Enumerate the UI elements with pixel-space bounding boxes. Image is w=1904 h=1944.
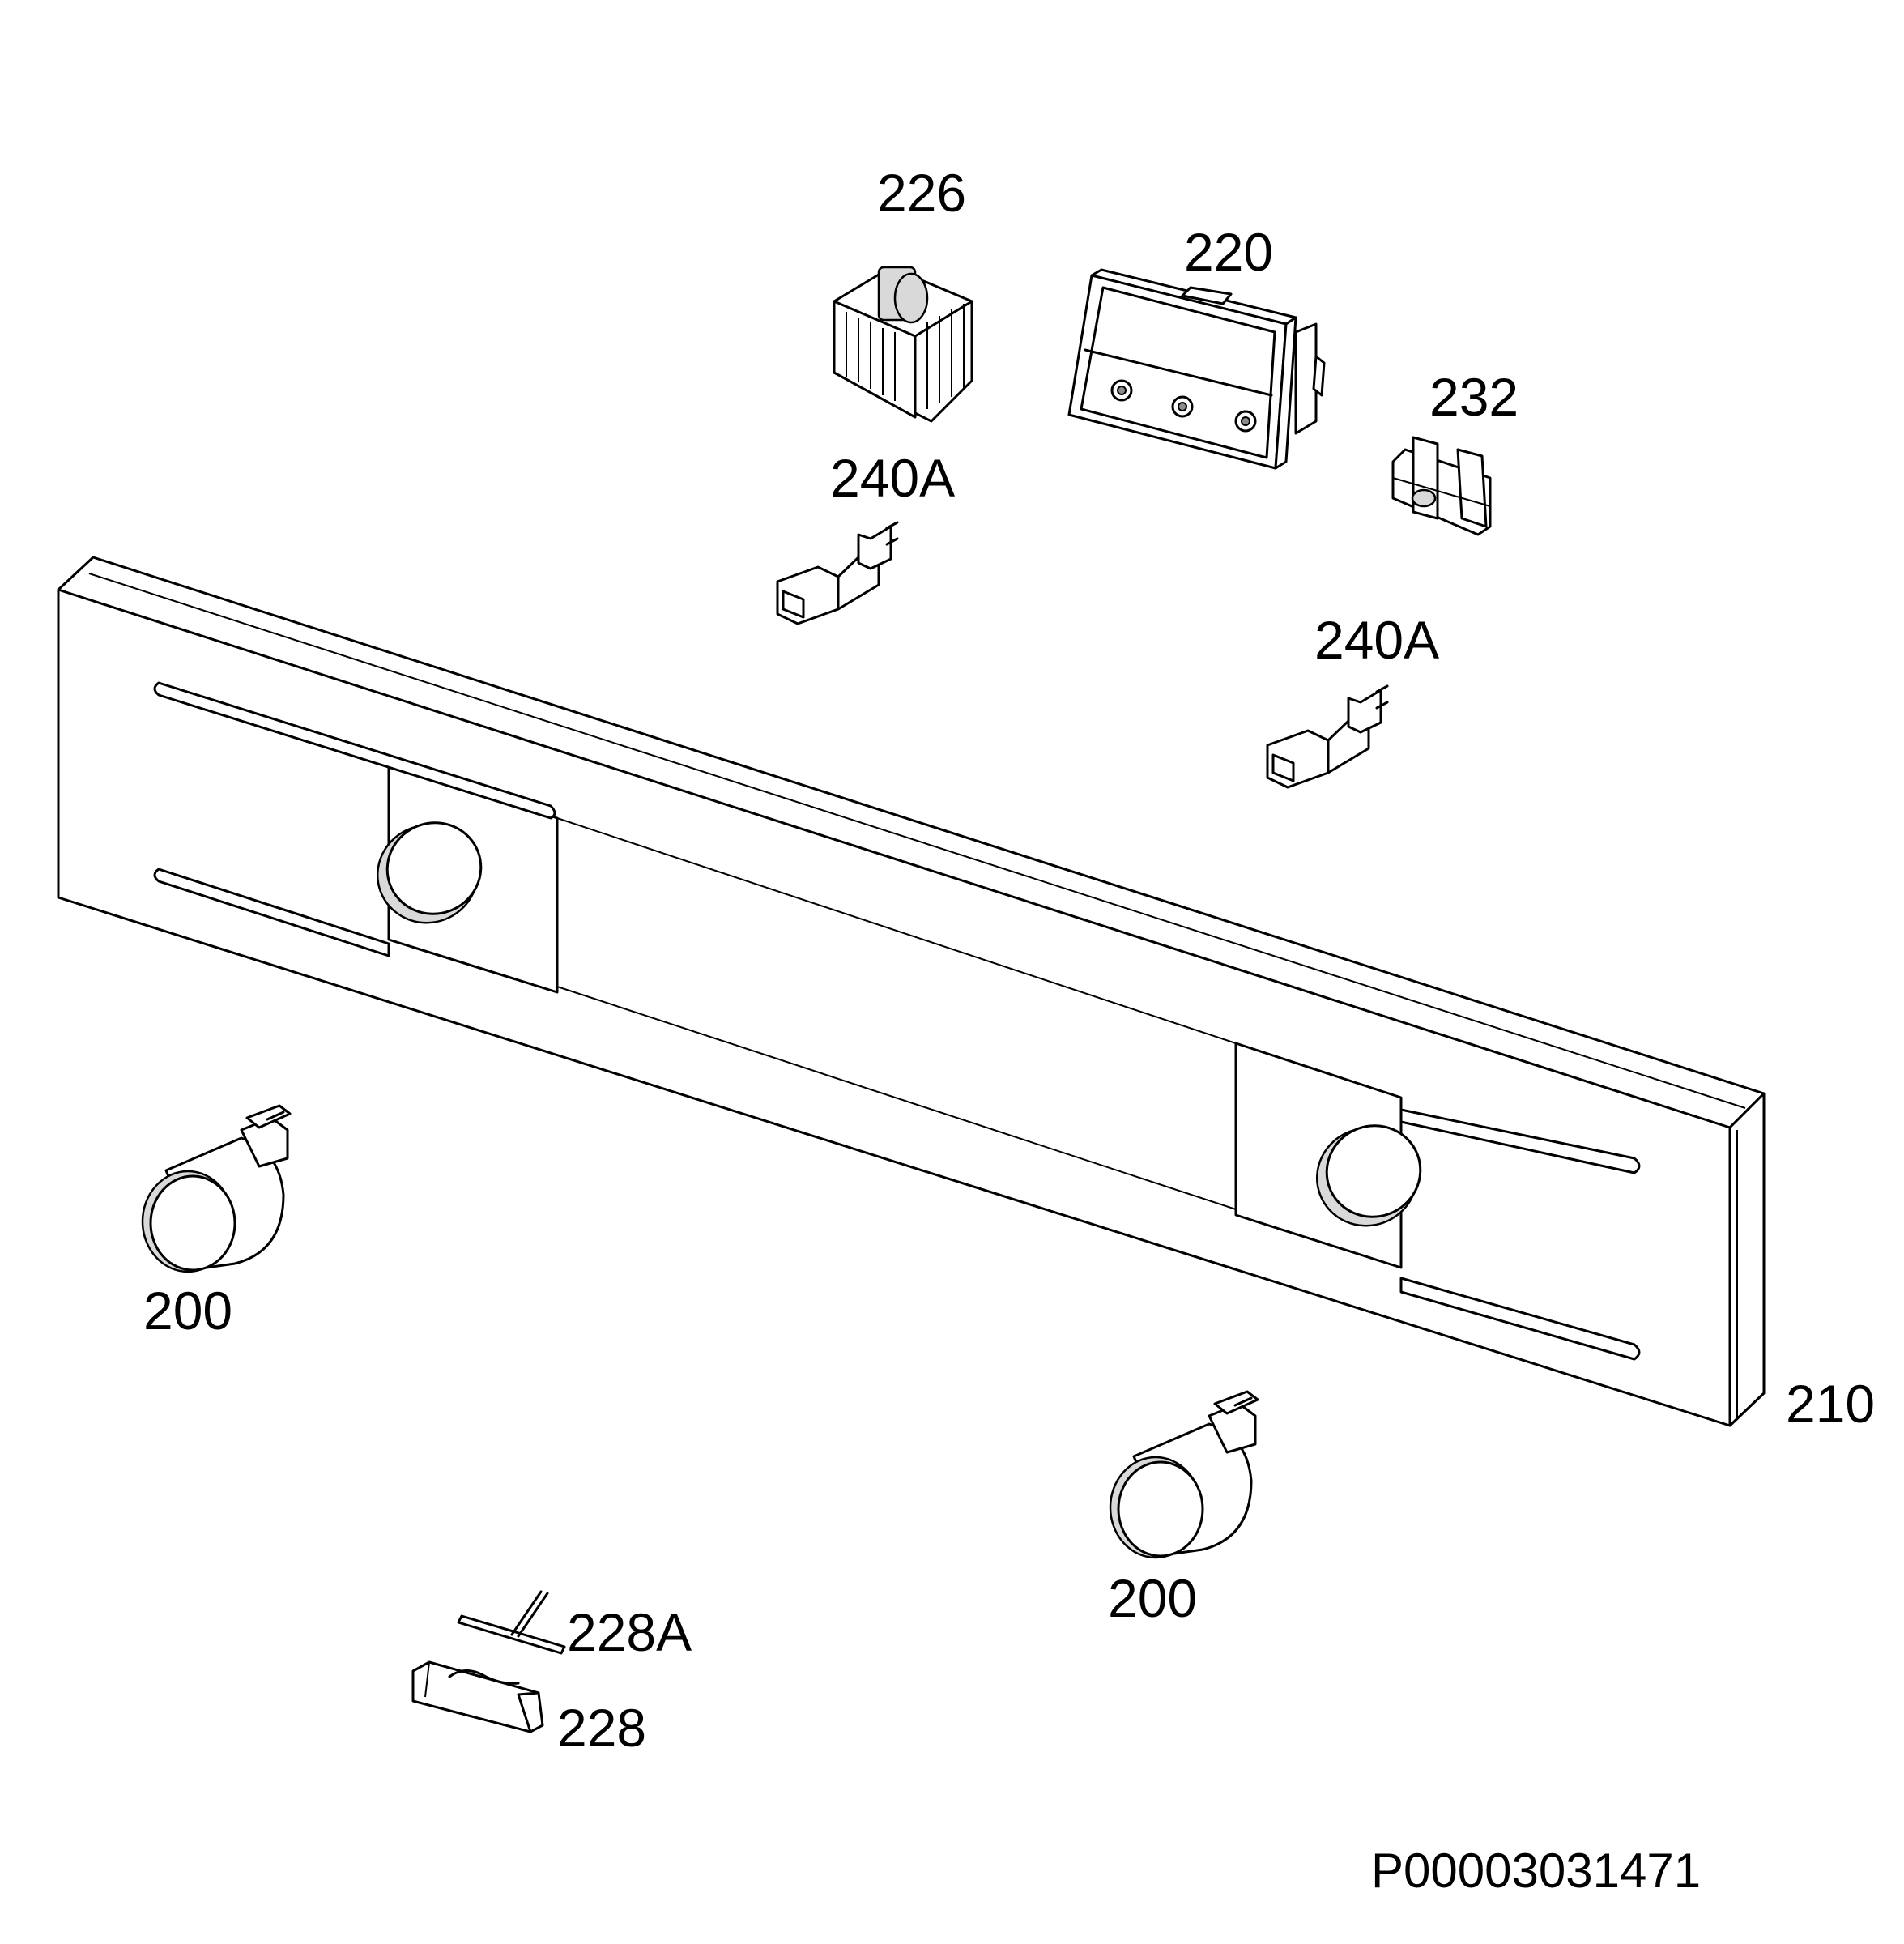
housing-220 [1067,268,1326,470]
knob-200-2 [1109,1390,1259,1559]
slot-left-upper [153,681,556,820]
callout-228: 228 [557,1698,647,1758]
callout-240a-upper: 240A [830,448,956,508]
panel-end-face [1728,1092,1766,1427]
callout-220: 220 [1184,222,1274,282]
callout-200-left: 200 [143,1281,233,1341]
slot-right-upper [1399,1108,1641,1174]
callout-210: 210 [1786,1374,1876,1434]
callout-200-right: 200 [1108,1568,1198,1628]
drawing-code: P00003031471 [1371,1844,1702,1898]
slot-right-lower [1399,1277,1641,1361]
push-switch-240a-2 [1266,684,1389,789]
rod-228a [457,1590,566,1655]
switch-226 [833,266,973,423]
knob-200-1 [141,1104,292,1273]
callout-240a-lower: 240A [1314,610,1440,670]
switch-232 [1391,436,1492,536]
callout-226: 226 [877,163,967,223]
callout-228a: 228A [567,1602,692,1662]
control-panel-210 [57,556,1766,1427]
callout-232: 232 [1429,367,1519,427]
slot-left-lower [153,868,390,957]
push-switch-240a-1 [776,521,899,625]
lamp-228 [411,1660,544,1733]
